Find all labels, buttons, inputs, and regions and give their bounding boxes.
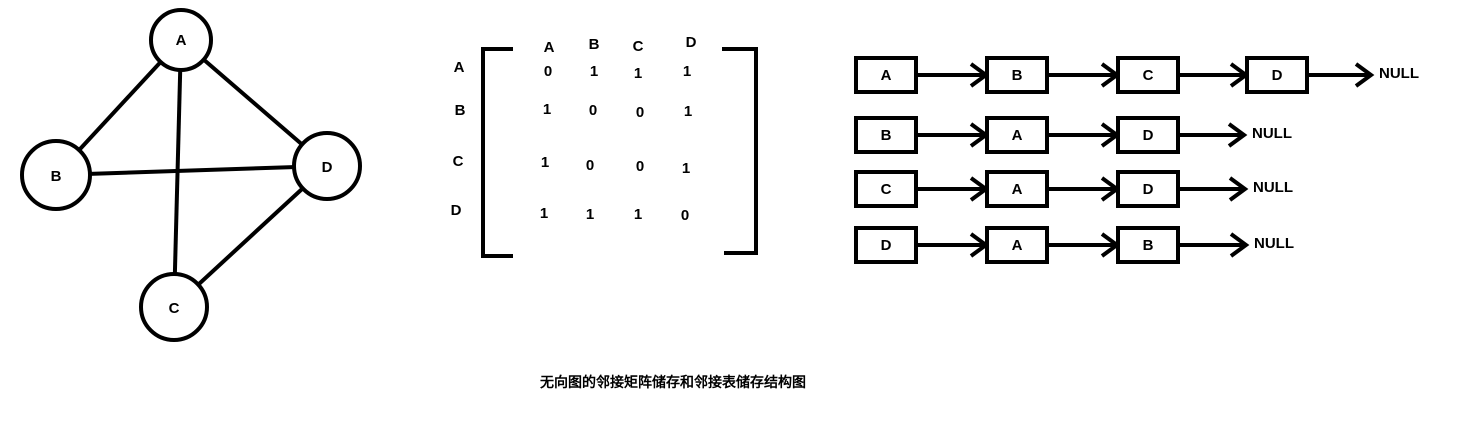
list-node-label: A — [1012, 181, 1023, 198]
matrix-cell: 0 — [636, 104, 644, 121]
list-arrow — [916, 62, 990, 88]
list-head-box: D — [854, 226, 918, 264]
list-node-label: B — [881, 127, 892, 144]
adjacency-row: NULL D A B — [854, 226, 1294, 264]
graph-nodes: A B C D — [20, 8, 362, 342]
list-head-box: C — [854, 170, 918, 208]
graph-node-d: D — [292, 131, 362, 201]
list-node-box: D — [1245, 56, 1309, 94]
matrix-cell: 0 — [681, 207, 689, 224]
matrix-cell: 1 — [684, 103, 692, 120]
list-node-label: A — [1012, 127, 1023, 144]
matrix-cell: 0 — [636, 158, 644, 175]
list-head-box: B — [854, 116, 918, 154]
list-node-label: D — [881, 237, 892, 254]
list-arrow — [916, 176, 990, 202]
graph-edge-b-d — [55, 164, 328, 177]
matrix-col-header: C — [633, 38, 644, 55]
matrix-left-bracket — [481, 47, 513, 258]
matrix-row: 1 0 0 1 — [541, 154, 690, 177]
list-node-label: D — [1272, 67, 1283, 84]
matrix-row: 1 0 0 1 — [543, 101, 692, 121]
graph-node-a: A — [149, 8, 213, 72]
graph-node-c: C — [139, 272, 209, 342]
list-node-box: D — [1116, 116, 1180, 154]
matrix-cell: 0 — [589, 102, 597, 119]
null-terminator: NULL — [1252, 125, 1292, 142]
matrix-row-header: A — [454, 59, 465, 76]
matrix-cell: 1 — [586, 206, 594, 223]
list-node-label: C — [881, 181, 892, 198]
list-arrow — [1178, 176, 1249, 202]
list-arrow — [1307, 62, 1375, 88]
matrix-cell: 1 — [634, 65, 642, 82]
list-node-box: B — [1116, 226, 1180, 264]
list-node-box: A — [985, 170, 1049, 208]
matrix-cell: 1 — [543, 101, 551, 118]
matrix-row-headers: A B C D — [451, 59, 466, 219]
matrix-cell: 0 — [544, 63, 552, 80]
matrix-row-header: B — [455, 102, 466, 119]
list-node-box: A — [985, 116, 1049, 154]
graph-node-label: D — [322, 159, 333, 176]
list-node-box: D — [1116, 170, 1180, 208]
list-arrow — [916, 232, 990, 258]
adjacency-row: NULL A B C D — [854, 56, 1419, 94]
list-arrow — [1047, 232, 1121, 258]
null-terminator: NULL — [1253, 179, 1293, 196]
list-arrow — [1178, 62, 1250, 88]
list-node-box: C — [1116, 56, 1180, 94]
matrix-row-header: C — [453, 153, 464, 170]
matrix-col-headers: A B C D — [544, 34, 697, 56]
adjacency-row: NULL C A D — [854, 170, 1293, 208]
list-arrow — [1047, 122, 1121, 148]
adjacency-list: NULL A B C D NULL B A D NULL C A D NULL D A B — [854, 56, 1419, 264]
list-arrow — [916, 122, 990, 148]
list-node-label: D — [1143, 181, 1154, 198]
matrix-cell: 1 — [682, 160, 690, 177]
null-terminator: NULL — [1379, 65, 1419, 82]
list-arrow — [1178, 122, 1248, 148]
null-terminator: NULL — [1254, 235, 1294, 252]
diagram-caption: 无向图的邻接矩阵储存和邻接表储存结构图 — [540, 375, 806, 391]
list-head-box: A — [854, 56, 918, 94]
list-node-label: A — [1012, 237, 1023, 254]
matrix-cell: 1 — [634, 206, 642, 223]
matrix-row: 1 1 1 0 — [540, 205, 689, 224]
list-node-box: A — [985, 226, 1049, 264]
matrix-cell: 1 — [541, 154, 549, 171]
graph-node-label: C — [169, 300, 180, 317]
matrix-cells: 0 1 1 1 1 0 0 1 1 0 0 1 1 1 1 0 — [540, 63, 692, 224]
list-node-box: B — [985, 56, 1049, 94]
list-node-label: A — [881, 67, 892, 84]
matrix-cell: 1 — [683, 63, 691, 80]
list-node-label: B — [1143, 237, 1154, 254]
matrix-col-header: D — [686, 34, 697, 51]
matrix-cell: 0 — [586, 157, 594, 174]
matrix-right-bracket — [722, 47, 758, 255]
matrix-col-header: A — [544, 39, 555, 56]
matrix-cell: 1 — [590, 63, 598, 80]
graph-node-label: B — [51, 168, 62, 185]
matrix-row-header: D — [451, 202, 462, 219]
matrix-col-header: B — [589, 36, 600, 53]
list-node-label: C — [1143, 67, 1154, 84]
list-node-label: D — [1143, 127, 1154, 144]
graph-edges — [54, 38, 329, 309]
matrix-cell: 1 — [540, 205, 548, 222]
list-arrow — [1178, 232, 1250, 258]
graph-edge-a-c — [172, 39, 183, 308]
list-node-label: B — [1012, 67, 1023, 84]
adjacency-row: NULL B A D — [854, 116, 1292, 154]
matrix-row: 0 1 1 1 — [544, 63, 691, 82]
list-arrow — [1047, 176, 1121, 202]
list-arrow — [1047, 62, 1121, 88]
graph-node-b: B — [20, 139, 92, 211]
graph-node-label: A — [176, 32, 187, 49]
